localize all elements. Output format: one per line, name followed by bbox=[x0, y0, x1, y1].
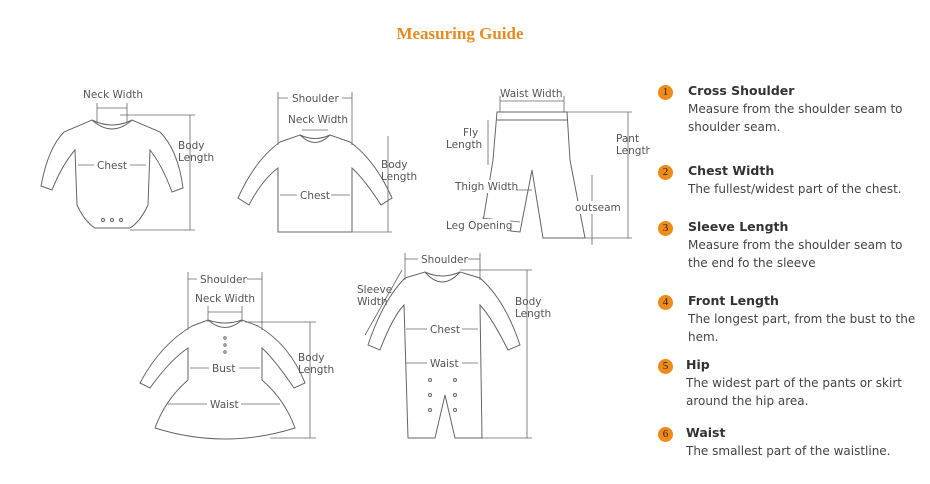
guide-item-desc: The widest part of the pants or skirt ar… bbox=[686, 376, 902, 408]
romper-diagram: Shoulder Sleeve Width Body Length Chest … bbox=[357, 252, 551, 439]
label-body-length-2: Length bbox=[515, 308, 551, 320]
label-body-length: Body bbox=[381, 159, 408, 171]
number-badge: 4 bbox=[658, 295, 673, 310]
label-body-length-2: Length bbox=[178, 152, 214, 164]
label-body-length: Body bbox=[178, 140, 205, 152]
number-badge: 5 bbox=[658, 359, 673, 374]
guide-item-sleeve-length: 3 Sleeve Length Measure from the shoulde… bbox=[658, 218, 918, 272]
label-shoulder: Shoulder bbox=[200, 274, 247, 286]
label-fly-length-2: Length bbox=[446, 139, 482, 151]
label-neck-width: Neck Width bbox=[83, 89, 143, 101]
guide-item-title: Cross Shoulder bbox=[688, 83, 795, 98]
label-leg-opening: Leg Opening bbox=[446, 220, 512, 232]
guide-item-desc: The longest part, from the bust to the h… bbox=[688, 312, 916, 344]
label-pant-length-2: Length bbox=[616, 145, 650, 157]
guide-item-desc: The smallest part of the waistline. bbox=[686, 444, 891, 458]
label-neck-width: Neck Width bbox=[288, 114, 348, 126]
label-waist: Waist bbox=[430, 358, 459, 370]
label-waist: Waist bbox=[210, 399, 239, 411]
label-thigh-width: Thigh Width bbox=[454, 181, 518, 193]
label-body-length-2: Length bbox=[298, 364, 334, 376]
label-body-length: Body bbox=[515, 296, 542, 308]
guide-item-desc: Measure from the shoulder seam to the en… bbox=[688, 238, 903, 270]
label-fly-length: Fly bbox=[463, 127, 478, 139]
label-chest: Chest bbox=[300, 190, 330, 202]
number-badge: 1 bbox=[658, 85, 673, 100]
label-chest: Chest bbox=[430, 324, 460, 336]
label-body-length-2: Length bbox=[381, 171, 417, 183]
label-chest: Chest bbox=[97, 160, 127, 172]
garment-diagrams: Neck Width Body Length Chest Shoulder Ne… bbox=[40, 88, 650, 440]
bodysuit-diagram: Neck Width Body Length Chest bbox=[40, 89, 214, 231]
number-badge: 3 bbox=[658, 221, 673, 236]
label-shoulder: Shoulder bbox=[292, 93, 339, 105]
number-badge: 6 bbox=[658, 427, 673, 442]
measurement-guide-list: 1 Cross Shoulder Measure from the should… bbox=[658, 82, 918, 460]
guide-item-cross-shoulder: 1 Cross Shoulder Measure from the should… bbox=[658, 82, 918, 136]
label-waist-width: Waist Width bbox=[500, 88, 563, 100]
pants-diagram: Waist Width Fly Length Pant Length Thigh… bbox=[444, 88, 650, 245]
label-bust: Bust bbox=[212, 363, 235, 375]
guide-item-title: Sleeve Length bbox=[688, 219, 789, 234]
label-sleeve-width-2: Width bbox=[357, 296, 388, 308]
label-sleeve-width: Sleeve bbox=[357, 284, 392, 296]
number-badge: 2 bbox=[658, 165, 673, 180]
label-outseam: outseam bbox=[575, 202, 621, 214]
guide-item-title: Front Length bbox=[688, 293, 779, 308]
guide-item-front-length: 4 Front Length The longest part, from th… bbox=[658, 292, 918, 346]
guide-item-title: Waist bbox=[686, 425, 726, 440]
guide-item-title: Hip bbox=[686, 357, 710, 372]
label-body-length: Body bbox=[298, 352, 325, 364]
guide-item-desc: The fullest/widest part of the chest. bbox=[688, 182, 902, 196]
label-neck-width: Neck Width bbox=[195, 293, 255, 305]
guide-item-waist: 6 Waist The smallest part of the waistli… bbox=[658, 424, 918, 460]
page-title: Measuring Guide bbox=[396, 24, 524, 43]
dress-diagram: Shoulder Neck Width Bust Waist Body Leng… bbox=[139, 272, 334, 440]
guide-item-chest-width: 2 Chest Width The fullest/widest part of… bbox=[658, 162, 918, 198]
tshirt-diagram: Shoulder Neck Width Body Length Chest bbox=[237, 91, 417, 233]
label-shoulder: Shoulder bbox=[421, 254, 468, 266]
guide-item-title: Chest Width bbox=[688, 163, 775, 178]
guide-item-hip: 5 Hip The widest part of the pants or sk… bbox=[658, 356, 918, 410]
guide-item-desc: Measure from the shoulder seam to should… bbox=[688, 102, 903, 134]
label-pant-length: Pant bbox=[616, 133, 639, 145]
